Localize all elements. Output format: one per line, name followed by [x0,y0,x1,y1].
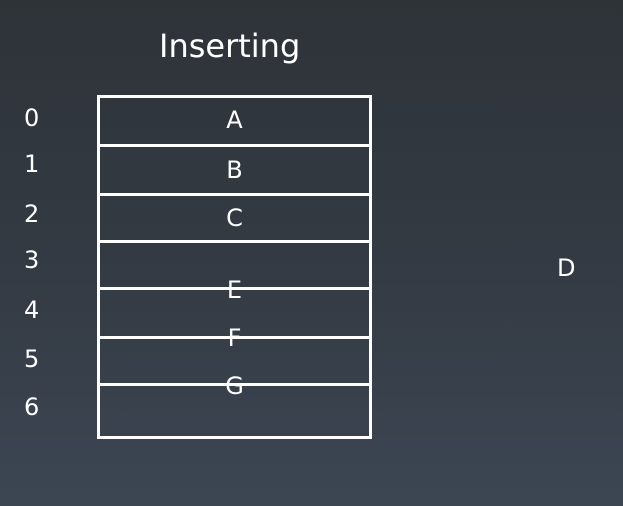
index-label-4: 4 [24,296,40,324]
index-label-1: 1 [24,150,40,178]
array-box: A B C E F G [97,95,372,439]
array-cell-1: B [226,156,243,184]
inserting-element: D [557,254,576,282]
slide-title: Inserting [159,27,301,65]
row-divider [100,193,369,196]
row-divider [100,144,369,147]
row-divider [100,240,369,243]
array-cell-4: E [226,276,243,304]
index-label-3: 3 [24,246,40,274]
row-divider [100,287,369,290]
array-cell-6: G [225,372,244,400]
row-divider [100,336,369,339]
index-label-5: 5 [24,345,40,373]
index-label-6: 6 [24,393,40,421]
array-cell-5: F [227,324,242,352]
array-cell-0: A [226,106,243,134]
row-divider [100,383,369,386]
index-label-2: 2 [24,200,40,228]
index-label-0: 0 [24,104,40,132]
array-cell-2: C [226,204,243,232]
